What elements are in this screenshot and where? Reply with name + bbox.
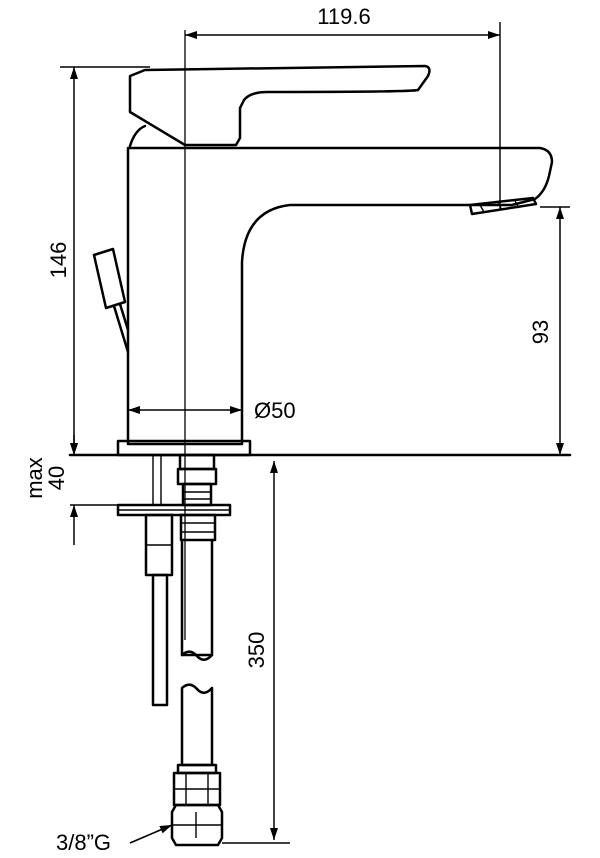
faucet-body [92,64,554,457]
handle-base [128,124,147,148]
popup-rod-knob [92,247,127,310]
dimension-height-label: 146 [46,242,71,279]
lever-handle [128,64,431,147]
dimension-height: 146 [46,66,150,455]
under-counter-assembly [116,453,232,847]
dimension-hose-length-label: 350 [244,632,269,669]
popup-rod [112,304,130,354]
dimension-base-diameter-label: Ø50 [254,398,296,423]
dimension-max-label: max [22,457,47,499]
aerator [468,196,538,216]
dimension-max-value: 40 [44,466,69,490]
hose-upper [180,538,214,657]
dimension-width: 119.6 [185,4,501,210]
thread-label: 3/8”G [56,830,111,855]
hose-lower [180,683,214,767]
spout-body [126,146,554,446]
dimension-width-label: 119.6 [317,4,370,29]
dimension-max-thickness: max 40 [22,435,118,545]
dimension-hose-length: 350 [222,461,290,844]
dimension-base-diameter: Ø50 [128,398,296,423]
dimension-spout-height-label: 93 [528,320,553,344]
popup-rod-lower [152,454,162,506]
dimension-spout-height: 93 [528,206,570,455]
fixing-rod [151,573,169,707]
thread-callout: 3/8”G [56,824,173,855]
